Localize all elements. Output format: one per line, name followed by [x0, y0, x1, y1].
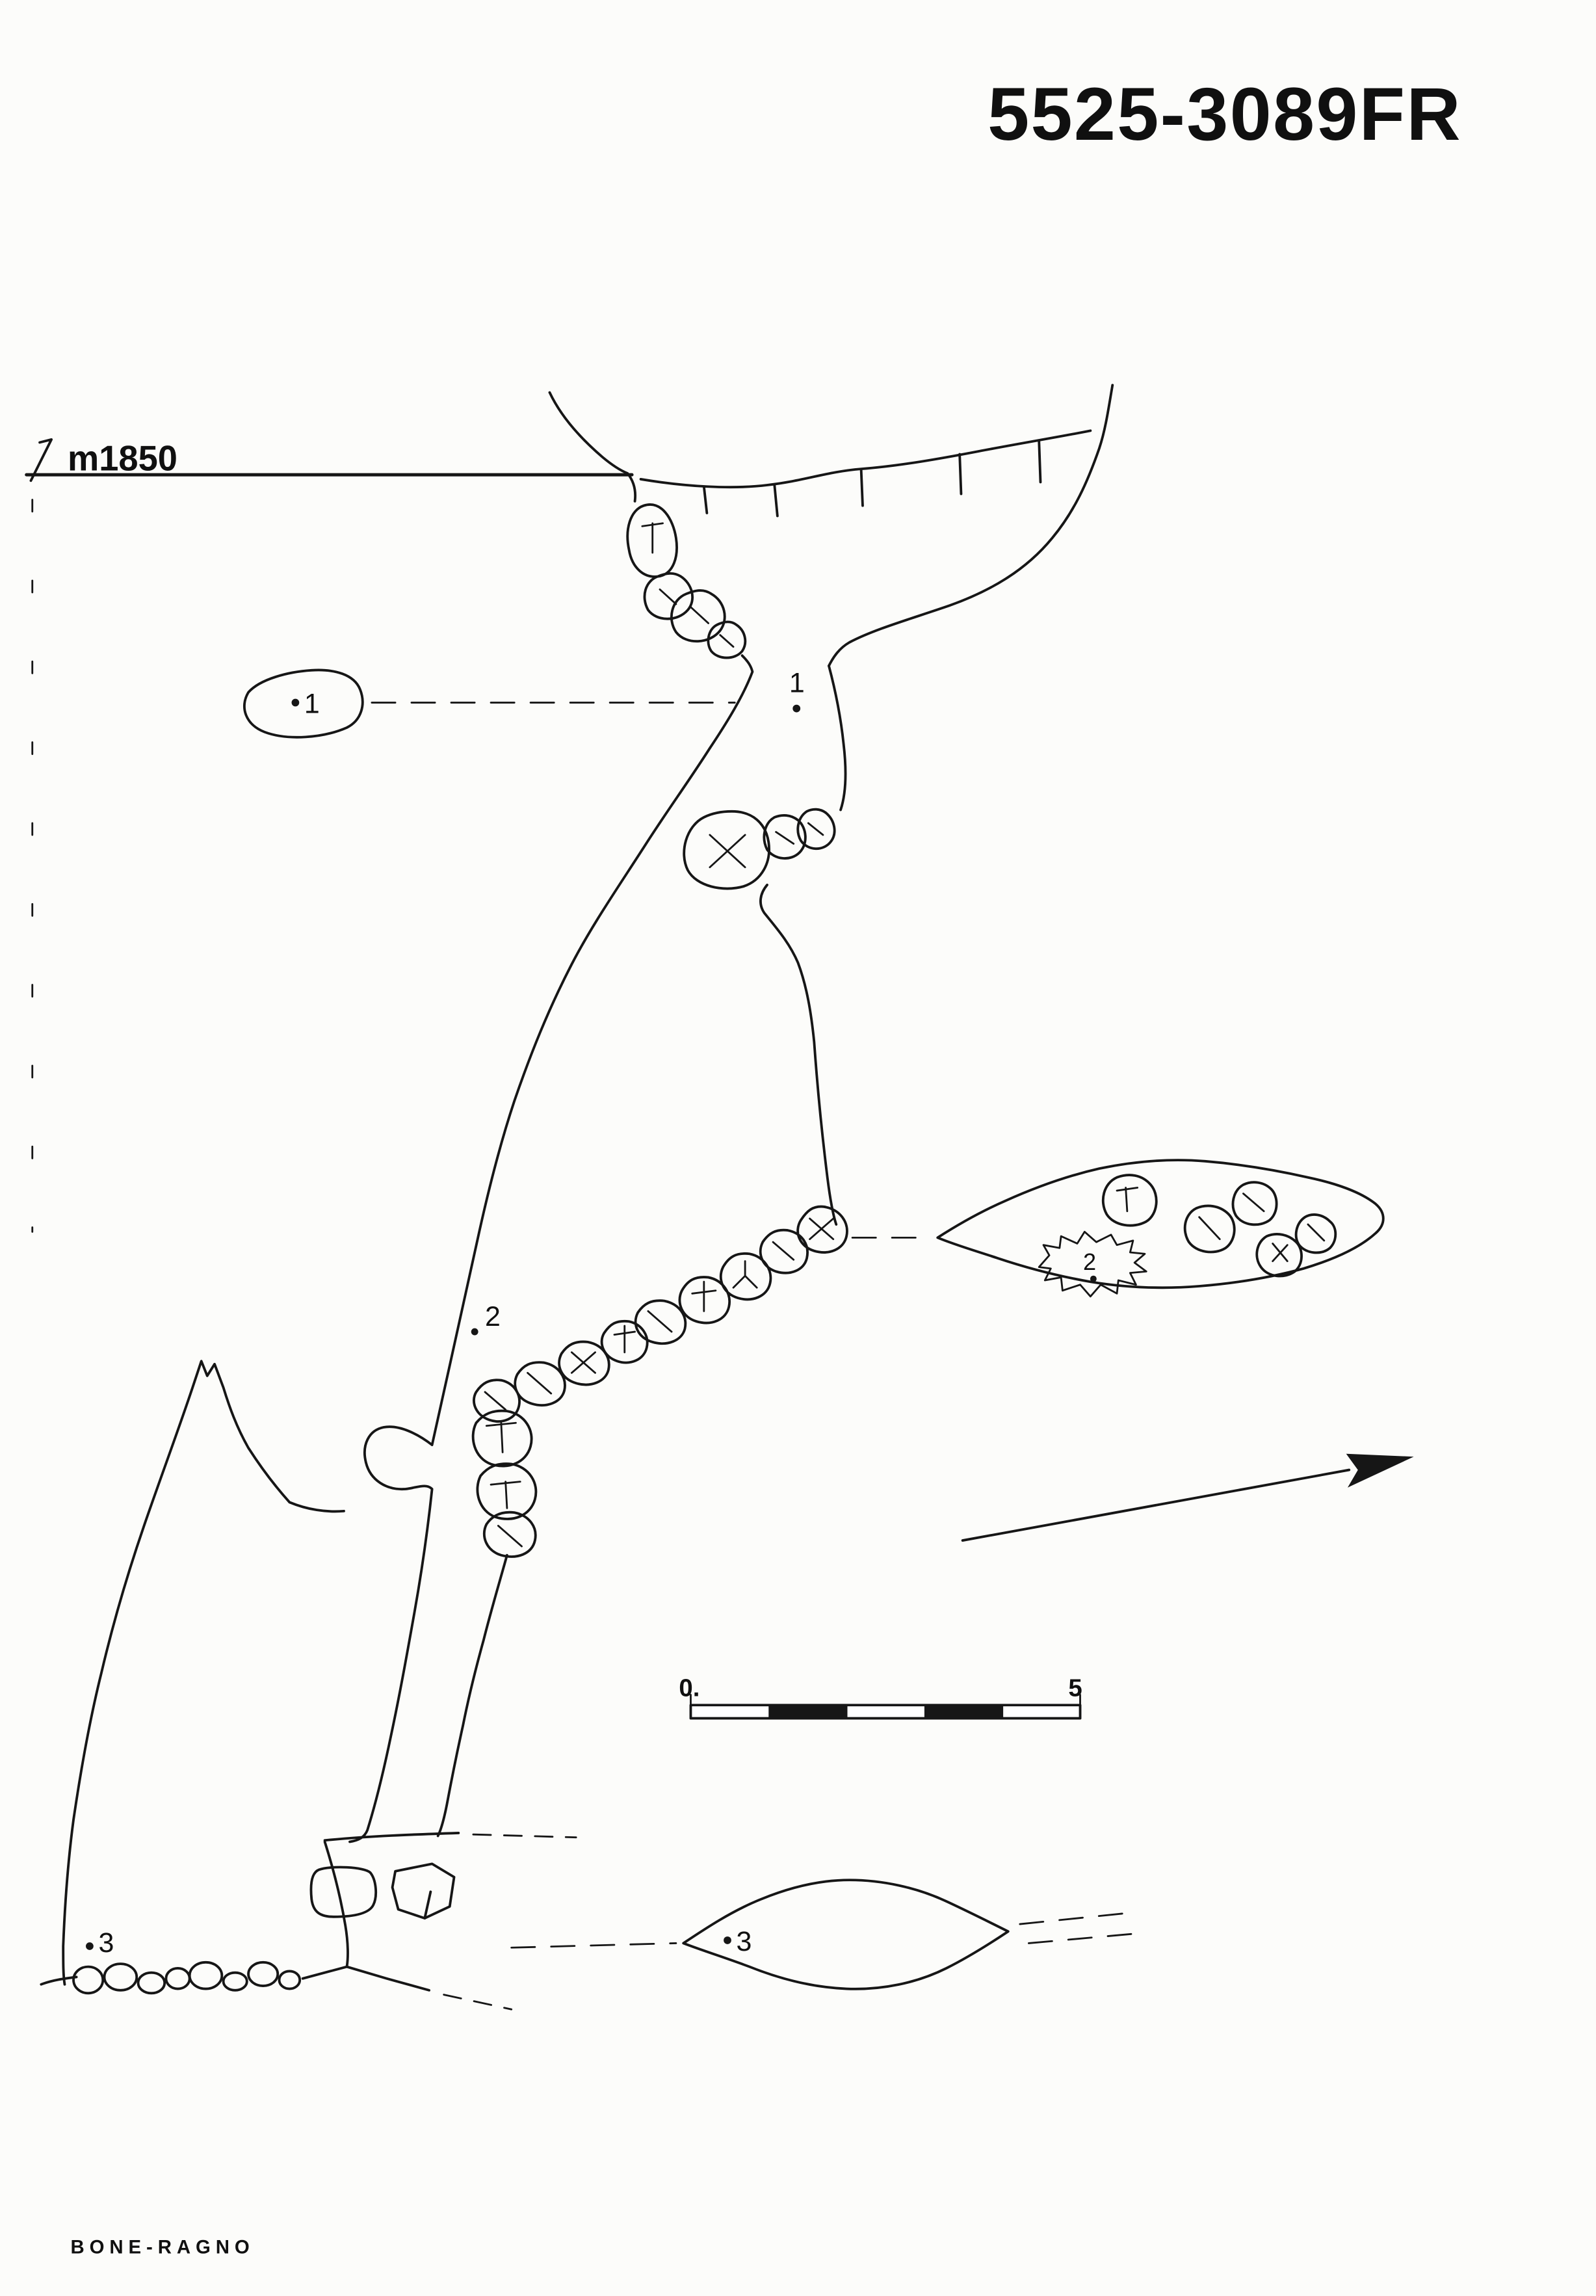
- hatched-rock: [1038, 1230, 1147, 1298]
- scale-bar-outline: [689, 1704, 1082, 1720]
- station-dot: [792, 704, 801, 713]
- bottom-boulder-row: [72, 1960, 302, 1995]
- corridor-right-wall: [436, 1553, 508, 1838]
- section-outline: [936, 1159, 1385, 1289]
- cross-section-2: 2: [851, 1159, 1385, 1298]
- section-outline: [682, 1879, 1010, 1990]
- station-plan-1-label: 1: [789, 668, 805, 699]
- ledge-line: [323, 1832, 460, 1842]
- boulder: [278, 1970, 302, 1990]
- boulder: [188, 1960, 224, 1990]
- boulder: [103, 1962, 138, 1992]
- entrance-boulders: [626, 503, 747, 659]
- mid-boulder-cluster: [683, 808, 836, 890]
- below-step-wall: [323, 1840, 431, 1992]
- station-plan-3-label: 3: [98, 1927, 114, 1959]
- boulder: [137, 1971, 166, 1995]
- station-dot: [471, 1328, 478, 1336]
- direction-arrow-icon: [961, 1453, 1414, 1542]
- bottom-dashed-continuation: [443, 1994, 513, 2011]
- boulder: [164, 1966, 191, 1990]
- boulder: [72, 1965, 105, 1995]
- section-3-label: 3: [737, 1926, 752, 1957]
- rock-outline: [309, 1866, 378, 1918]
- cross-section-1: 1: [242, 668, 736, 739]
- boulder-dip-ticks: [641, 522, 735, 648]
- boulder-outlines: [471, 1205, 848, 1558]
- cross-section-3: 3: [510, 1879, 1145, 1990]
- ledge-dashed-continuation: [472, 1833, 577, 1839]
- arrow-shaft: [961, 1468, 1351, 1542]
- scale-bar: 0. 5: [679, 1674, 1082, 1720]
- elevation-label: m1850: [68, 439, 177, 478]
- boulder-dip-ticks: [484, 1217, 835, 1548]
- section-tie-line: [510, 1942, 677, 1949]
- boulder-dip-ticks: [709, 822, 824, 869]
- station-dot: [1090, 1275, 1097, 1282]
- boulder: [247, 1960, 280, 1987]
- passage-right-wall: [759, 665, 847, 1226]
- station-dot: [291, 698, 300, 707]
- entrance-right-wall: [828, 384, 1114, 667]
- boulder-outlines: [683, 808, 836, 890]
- benchmark-mark: [29, 438, 53, 482]
- entrance-scarp-line: [639, 429, 1092, 518]
- boulder-outlines: [626, 503, 747, 659]
- station-dot: [724, 1936, 731, 1944]
- section-rocks: [1101, 1174, 1337, 1278]
- section-outline: [242, 668, 364, 739]
- section-rock-ticks: [1116, 1187, 1326, 1262]
- entrance-left-wall: [548, 391, 637, 503]
- station-dot: [86, 1942, 94, 1950]
- scale-end-label: 5: [1068, 1674, 1082, 1702]
- section-1-label: 1: [304, 688, 320, 719]
- boulder: [222, 1971, 248, 1992]
- boulder-row: [471, 1205, 848, 1558]
- sheet-title: 5525-3089FR: [988, 73, 1462, 156]
- passage-left-wall: [348, 654, 754, 1843]
- floor-line: [40, 1965, 348, 1986]
- left-chamber-outline: [62, 1360, 345, 1986]
- section-2-label: 2: [1083, 1248, 1096, 1275]
- section-dashed-continuation: [1019, 1911, 1145, 1944]
- scale-bar-segment: [768, 1705, 847, 1719]
- ledge-rocks: [309, 1862, 456, 1920]
- credit-label: BONE-RAGNO: [71, 2236, 255, 2258]
- station-plan-2-label: 2: [485, 1301, 501, 1332]
- scale-bar-segment: [924, 1705, 1002, 1719]
- arrow-head: [1346, 1453, 1414, 1488]
- scale-bar-ticks: [690, 1694, 1081, 1720]
- scale-start-label: 0.: [679, 1674, 700, 1702]
- rock-outline: [391, 1862, 456, 1920]
